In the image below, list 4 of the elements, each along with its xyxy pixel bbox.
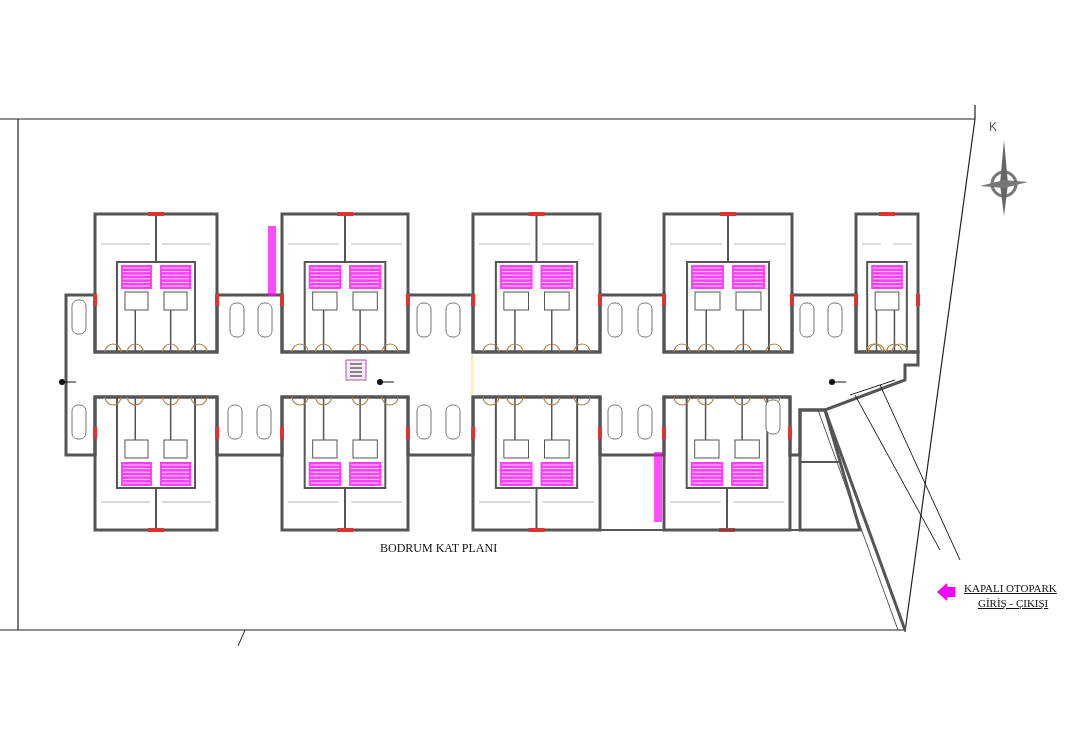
- entrance-label: GİRİŞ - ÇIKIŞI: [978, 597, 1049, 609]
- plan-title: BODRUM KAT PLANI: [380, 541, 498, 556]
- entrance-label: KAPALI OTOPARK: [964, 582, 1057, 594]
- north-label: K: [989, 120, 997, 134]
